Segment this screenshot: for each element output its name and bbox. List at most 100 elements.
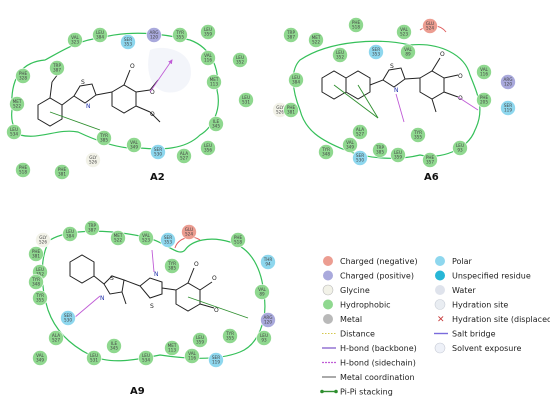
residue-label: PHE	[426, 155, 435, 160]
residue-label: VAL	[36, 353, 44, 358]
legend-item-salt-bridge: Salt bridge	[434, 330, 496, 339]
legend-item-pipi: Pi-Pi stacking	[320, 388, 393, 397]
residue-label: 523	[142, 238, 150, 243]
a2-pipi-line	[49, 111, 101, 131]
legend-label: Water	[452, 286, 476, 295]
legend-label: Glycine	[340, 286, 370, 295]
legend-item-metal: Metal	[323, 314, 362, 324]
residue-label: 94	[265, 262, 271, 267]
legend-swatch	[323, 256, 333, 266]
residue-circle	[332, 47, 348, 63]
residue-label: SER	[356, 153, 364, 158]
residue-label: 352	[336, 55, 344, 60]
residue-label: PHE	[32, 249, 41, 254]
residue-circle	[6, 124, 22, 140]
residue-label: TRP	[52, 63, 61, 68]
legend-item-hbond-backbone: H-bond (backbone)	[322, 344, 417, 353]
residue-label: LEU	[36, 267, 44, 272]
residue-circle	[200, 140, 216, 156]
legend-swatch	[435, 285, 445, 295]
legend-label: Hydration site (displaced)	[452, 315, 550, 324]
residue-label: PHE	[19, 165, 28, 170]
residue-circle	[260, 312, 276, 328]
a2-pocket-outline	[11, 32, 219, 150]
legend-label: H-bond (sidechain)	[340, 359, 416, 368]
residue-label: SER	[164, 235, 172, 240]
residue-circle	[200, 50, 216, 66]
residue-label: LEU	[204, 143, 212, 148]
residue-circle	[35, 232, 51, 248]
residue-label: SER	[154, 147, 162, 152]
residue-circle	[184, 348, 200, 364]
legend-label: Metal coordination	[340, 373, 415, 382]
residue-circle	[200, 24, 216, 40]
a2-oxygen-atom-2: O	[150, 89, 155, 96]
residue-circle	[256, 330, 272, 346]
residue-circle	[318, 144, 334, 160]
residue-label: 120	[264, 320, 272, 325]
residue-circle	[138, 230, 154, 246]
residue-label: 348	[32, 282, 40, 287]
legend-item-glycine: Glycine	[322, 284, 370, 296]
residue-label: 355	[414, 135, 422, 140]
residue-label: TRP	[375, 145, 384, 150]
a6-hbond-line-1	[395, 93, 405, 123]
residue-label: LEU	[96, 30, 104, 35]
residue-label: 526	[39, 240, 47, 245]
legend-label: Polar	[452, 257, 473, 266]
residue-label: 527	[52, 338, 60, 343]
residue-label: LEU	[394, 150, 402, 155]
residue-label: 522	[114, 238, 122, 243]
residue-label: TRP	[87, 223, 96, 228]
legend-label: Distance	[340, 330, 375, 339]
a9-oxygen-atom-3: O	[214, 307, 219, 314]
residue-circle	[476, 92, 492, 108]
residue-label: 530	[64, 318, 72, 323]
a9-hbond-line-2	[151, 249, 155, 273]
a6-oxygen-atom-1: O	[440, 51, 445, 58]
a6-pipi-line-2	[357, 84, 379, 119]
legend-item-hydrophobic: Hydrophobic	[323, 299, 391, 310]
residue-label: VAL	[400, 27, 408, 32]
residue-label: LEU	[260, 333, 268, 338]
residue-circle	[86, 350, 102, 366]
residue-circle	[60, 310, 76, 326]
panel-label-a9: A9	[130, 386, 145, 397]
residue-label: 353	[164, 240, 172, 245]
legend-item-distance: Distance	[322, 330, 375, 339]
residue-circle	[92, 27, 108, 43]
residue-label: GLY	[276, 105, 284, 110]
legend-label: Charged (positive)	[340, 272, 414, 281]
residue-circle	[308, 32, 324, 48]
legend-label: Solvent exposure	[452, 344, 521, 353]
residue-label: 353	[124, 42, 132, 47]
residue-label: LEU	[236, 55, 244, 60]
residue-circle	[84, 220, 100, 236]
residue-label: 328	[19, 76, 27, 81]
residue-label: 120	[150, 35, 158, 40]
residue-label: 89	[405, 52, 411, 57]
legend-label: H-bond (backbone)	[340, 344, 417, 353]
